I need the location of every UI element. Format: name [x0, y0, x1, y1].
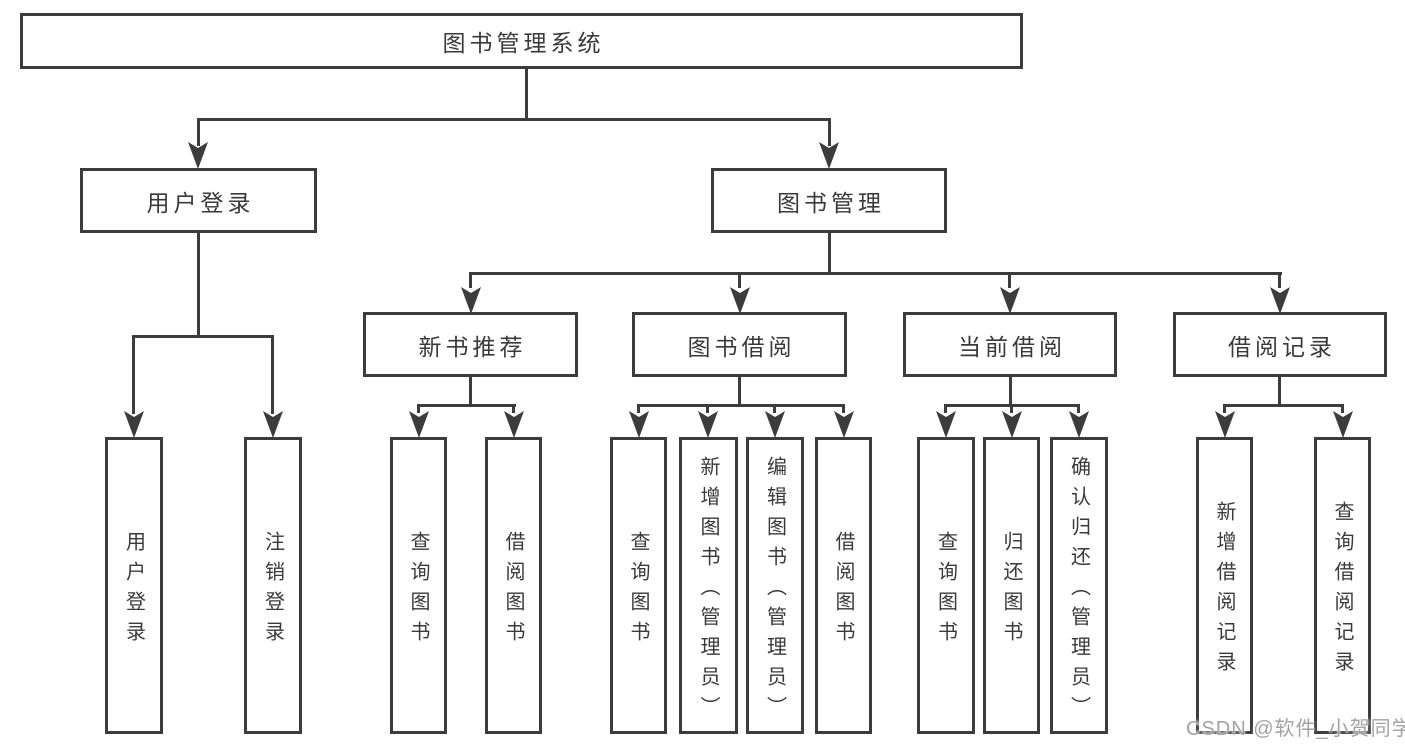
arrow-down-icon — [409, 411, 429, 438]
leaf-borrow-books-recommend: 借阅图书 — [485, 437, 542, 734]
connector-line — [637, 404, 845, 407]
connector-line — [706, 404, 709, 413]
arrow-down-icon — [1002, 411, 1022, 438]
arrow-down-icon — [834, 411, 854, 438]
arrow-down-icon — [730, 287, 750, 314]
arrow-down-icon — [461, 287, 481, 314]
node-label: 图书借阅 — [687, 333, 796, 360]
node-library-management-system: 图书管理系统 — [20, 13, 1023, 69]
node-user-login: 用户登录 — [80, 168, 317, 233]
connector-line — [469, 272, 1282, 275]
leaf-add-borrow-record: 新增借阅记录 — [1196, 437, 1253, 734]
node-label: 用户登录 — [122, 530, 145, 651]
connector-line — [738, 374, 741, 407]
connector-line — [132, 335, 135, 414]
connector-line — [1223, 404, 1226, 413]
node-label: 新书推荐 — [418, 333, 527, 360]
node-label: 确认归还（管理员） — [1067, 455, 1090, 726]
arrow-down-icon — [124, 411, 144, 438]
connector-line — [469, 374, 472, 406]
leaf-query-books-current: 查询图书 — [917, 437, 975, 734]
leaf-logout: 注销登录 — [244, 437, 302, 734]
arrow-down-icon — [765, 411, 785, 438]
connector-line — [469, 272, 472, 288]
node-label: 查询图书 — [627, 530, 649, 651]
node-label: 注销登录 — [261, 530, 284, 651]
node-label: 借阅图书 — [502, 530, 524, 651]
leaf-edit-books-admin: 编辑图书（管理员） — [746, 437, 804, 734]
node-book-management: 图书管理 — [711, 168, 947, 233]
leaf-return-books: 归还图书 — [983, 437, 1040, 734]
connector-line — [944, 404, 947, 413]
node-label: 当前借阅 — [958, 333, 1066, 360]
leaf-borrow-books-borrowing: 借阅图书 — [815, 437, 872, 734]
node-label: 借阅记录 — [1228, 333, 1336, 360]
connector-line — [828, 230, 831, 275]
node-label: 新增借阅记录 — [1213, 500, 1235, 681]
connector-line — [512, 404, 515, 413]
connector-line — [738, 272, 741, 288]
connector-line — [525, 66, 528, 120]
connector-line — [417, 404, 420, 413]
node-label: 查询借阅记录 — [1331, 500, 1353, 681]
connector-line — [1077, 404, 1080, 413]
arrow-down-icon — [1270, 287, 1290, 314]
arrow-down-icon — [504, 411, 524, 438]
node-label: 查询图书 — [407, 530, 429, 651]
node-label: 用户登录 — [146, 189, 255, 216]
leaf-add-books-admin: 新增图书（管理员） — [679, 437, 738, 734]
node-current-borrowing: 当前借阅 — [903, 312, 1117, 377]
node-book-borrowing: 图书借阅 — [632, 312, 847, 377]
node-label: 图书管理 — [777, 189, 885, 216]
arrow-down-icon — [1000, 287, 1020, 314]
connector-line — [132, 335, 274, 338]
arrow-down-icon — [1215, 411, 1235, 438]
leaf-query-books-borrowing: 查询图书 — [610, 437, 667, 734]
connector-line — [1278, 374, 1281, 407]
connector-line — [1009, 374, 1012, 407]
arrow-down-icon — [263, 411, 283, 438]
leaf-user-login: 用户登录 — [105, 437, 163, 734]
connector-line — [637, 404, 640, 413]
node-label: 图书管理系统 — [442, 30, 605, 56]
connector-line — [417, 404, 516, 407]
connector-line — [773, 404, 776, 413]
arrow-down-icon — [698, 411, 718, 438]
node-borrowing-records: 借阅记录 — [1173, 312, 1387, 377]
connector-line — [1008, 272, 1011, 288]
node-label: 新增图书（管理员） — [697, 455, 719, 726]
arrow-down-icon — [188, 142, 208, 169]
connector-line — [197, 230, 200, 335]
connector-line — [1341, 404, 1344, 413]
connector-line — [828, 118, 831, 146]
arrow-down-icon — [936, 411, 956, 438]
leaf-confirm-return-admin: 确认归还（管理员） — [1050, 437, 1108, 734]
connector-line — [1010, 404, 1013, 413]
node-label: 查询图书 — [934, 530, 957, 651]
leaf-query-books-recommend: 查询图书 — [390, 437, 447, 734]
node-new-book-recommendation: 新书推荐 — [363, 312, 578, 377]
node-label: 编辑图书（管理员） — [763, 455, 786, 726]
node-label: 归还图书 — [1000, 530, 1022, 651]
connector-line — [271, 335, 274, 414]
connector-line — [842, 404, 845, 413]
csdn-watermark: CSDN @软件_小贺同学 — [1186, 718, 1405, 740]
arrow-down-icon — [1069, 411, 1089, 438]
arrow-down-icon — [629, 411, 649, 438]
connector-line — [1278, 272, 1281, 288]
node-label: 借阅图书 — [832, 530, 854, 651]
connector-line — [197, 118, 831, 121]
arrow-down-icon — [1333, 411, 1353, 438]
connector-line — [1223, 404, 1344, 407]
connector-line — [197, 118, 200, 146]
arrow-down-icon — [819, 142, 839, 169]
leaf-query-borrow-record: 查询借阅记录 — [1314, 437, 1371, 734]
